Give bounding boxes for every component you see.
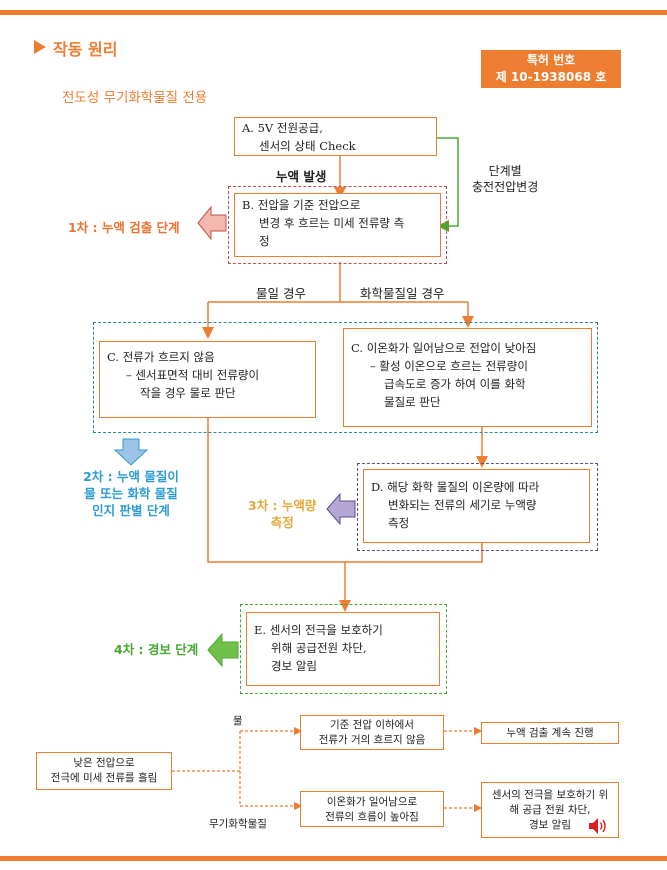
triangle-right-icon (34, 40, 46, 54)
down-arrow-icon (114, 438, 148, 466)
step-d-line1: D. 해당 화학 물질의 이온량에 따라 (371, 480, 540, 494)
stage1-label: 1차 : 누액 검출 단계 (68, 220, 180, 235)
stage2-label: 2차 : 누액 물질이 물 또는 화학 물질 인지 판별 단계 (56, 468, 206, 519)
summary-water-result-box: 기준 전압 이하에서 전류가 거의 흐르지 않음 (300, 715, 444, 750)
step-d-box: D. 해당 화학 물질의 이온량에 따라 변화되는 전류의 세기로 누액량 측정 (363, 469, 590, 543)
step-c-chem-line2: – 활성 이온으로 흐르는 전류량이 (370, 359, 528, 373)
step-c-chem-box: C. 이온화가 일어남으로 전압이 낮아짐 – 활성 이온으로 흐르는 전류량이… (343, 328, 592, 427)
step-d-line2: 변화되는 전류의 세기로 누액량 (388, 498, 537, 512)
stage3-line1: 3차 : 누액량 (248, 498, 317, 513)
summary-chem-result-box: 이온화가 일어남으로 전류의 흐름이 높아짐 (300, 791, 444, 827)
left-arrow-icon (207, 633, 239, 667)
stage4-label: 4차 : 경보 단계 (114, 642, 199, 657)
stage2-line2: 물 또는 화학 물질 (84, 486, 178, 501)
stage1-group (228, 186, 447, 264)
patent-label: 특허 번호 (526, 53, 576, 67)
step-c-chem-line1: C. 이온화가 일어남으로 전압이 낮아짐 (351, 341, 537, 355)
page-subtitle: 전도성 무기화학물질 전용 (62, 90, 208, 106)
summary-start-line1: 낮은 전압으로 (73, 757, 135, 769)
step-c-chem-line3: 급속도로 증가 하여 이를 화학 (384, 377, 526, 391)
step-b-line2: 변경 후 흐르는 미세 전류량 측 (259, 216, 405, 230)
summary-water-result-line1: 기준 전압 이하에서 (330, 719, 414, 731)
step-e-line3: 경보 알림 (271, 659, 317, 673)
step-e-line1: E. 센서의 전극을 보호하기 (254, 623, 383, 637)
step-c-water-line1: C. 전류가 흐르지 않음 (107, 350, 215, 364)
step-b-line1: B. 전압을 기준 전압으로 (242, 198, 361, 212)
stage3-group (357, 463, 598, 551)
step-c-water-box: C. 전류가 흐르지 않음 – 센서표면적 대비 전류량이 작을 경우 물로 판… (99, 341, 316, 418)
patent-badge: 특허 번호 제 10-1938068 호 (481, 50, 621, 88)
stage2-line3: 인지 판별 단계 (92, 503, 170, 518)
stage2-line1: 2차 : 누액 물질이 (83, 469, 179, 484)
stage4-group (240, 604, 447, 694)
bottom-rule (0, 856, 667, 861)
left-arrow-icon (197, 206, 227, 240)
patent-number: 제 10-1938068 호 (495, 70, 607, 84)
summary-water-action: 누액 검출 계속 진행 (506, 727, 594, 739)
voltage-change-label: 단계별 충전전압변경 (472, 163, 538, 195)
leak-label: 누액 발생 (276, 169, 327, 184)
stage3-line2: 측정 (270, 515, 294, 530)
summary-chem-result-line1: 이온화가 일어남으로 (326, 796, 418, 808)
summary-water-label: 물 (233, 715, 243, 727)
branch-chem-label: 화학물질일 경우 (360, 286, 445, 301)
summary-water-result-line2: 전류가 거의 흐르지 않음 (318, 734, 426, 746)
summary-chem-label: 무기화학물질 (209, 818, 267, 830)
top-rule (0, 10, 667, 15)
step-b-line3: 정 (259, 234, 270, 248)
section-title: 작동 원리 (53, 40, 118, 59)
step-a-box: A. 5V 전원공급, 센서의 상태 Check (234, 117, 437, 156)
stage3-label: 3차 : 누액량 측정 (248, 497, 316, 531)
step-c-water-line3: 작을 경우 물로 판단 (140, 386, 236, 400)
summary-water-action-box: 누액 검출 계속 진행 (481, 722, 619, 744)
step-e-line2: 위해 공급전원 차단, (271, 641, 367, 655)
summary-chem-action-line3: 경보 알림 (529, 819, 571, 831)
summary-start-box: 낮은 전압으로 전극에 미세 전류를 흘림 (36, 752, 172, 790)
voltage-change-line1: 단계별 (488, 164, 522, 178)
summary-chem-result-line2: 전류의 흐름이 높아짐 (325, 811, 419, 823)
stage2-group (93, 322, 598, 433)
voltage-change-line2: 충전전압변경 (472, 180, 539, 194)
step-d-line3: 측정 (388, 516, 410, 530)
step-a-line1: A. 5V 전원공급, (242, 121, 323, 135)
step-a-line2: 센서의 상태 Check (259, 139, 356, 153)
branch-water-label: 물일 경우 (256, 286, 306, 301)
summary-start-line2: 전극에 미세 전류를 흘림 (50, 772, 158, 784)
step-b-box: B. 전압을 기준 전압으로 변경 후 흐르는 미세 전류량 측 정 (234, 193, 441, 257)
summary-chem-action-line2: 해 공급 전원 차단, (509, 804, 591, 816)
summary-chem-action-line1: 센서의 전극을 보호하기 위 (491, 789, 609, 801)
step-c-water-line2: – 센서표면적 대비 전류량이 (126, 368, 260, 382)
speaker-icon (589, 818, 606, 834)
step-c-chem-line4: 물질로 판단 (384, 395, 441, 409)
left-arrow-icon (326, 493, 356, 525)
step-e-box: E. 센서의 전극을 보호하기 위해 공급전원 차단, 경보 알림 (246, 612, 440, 686)
